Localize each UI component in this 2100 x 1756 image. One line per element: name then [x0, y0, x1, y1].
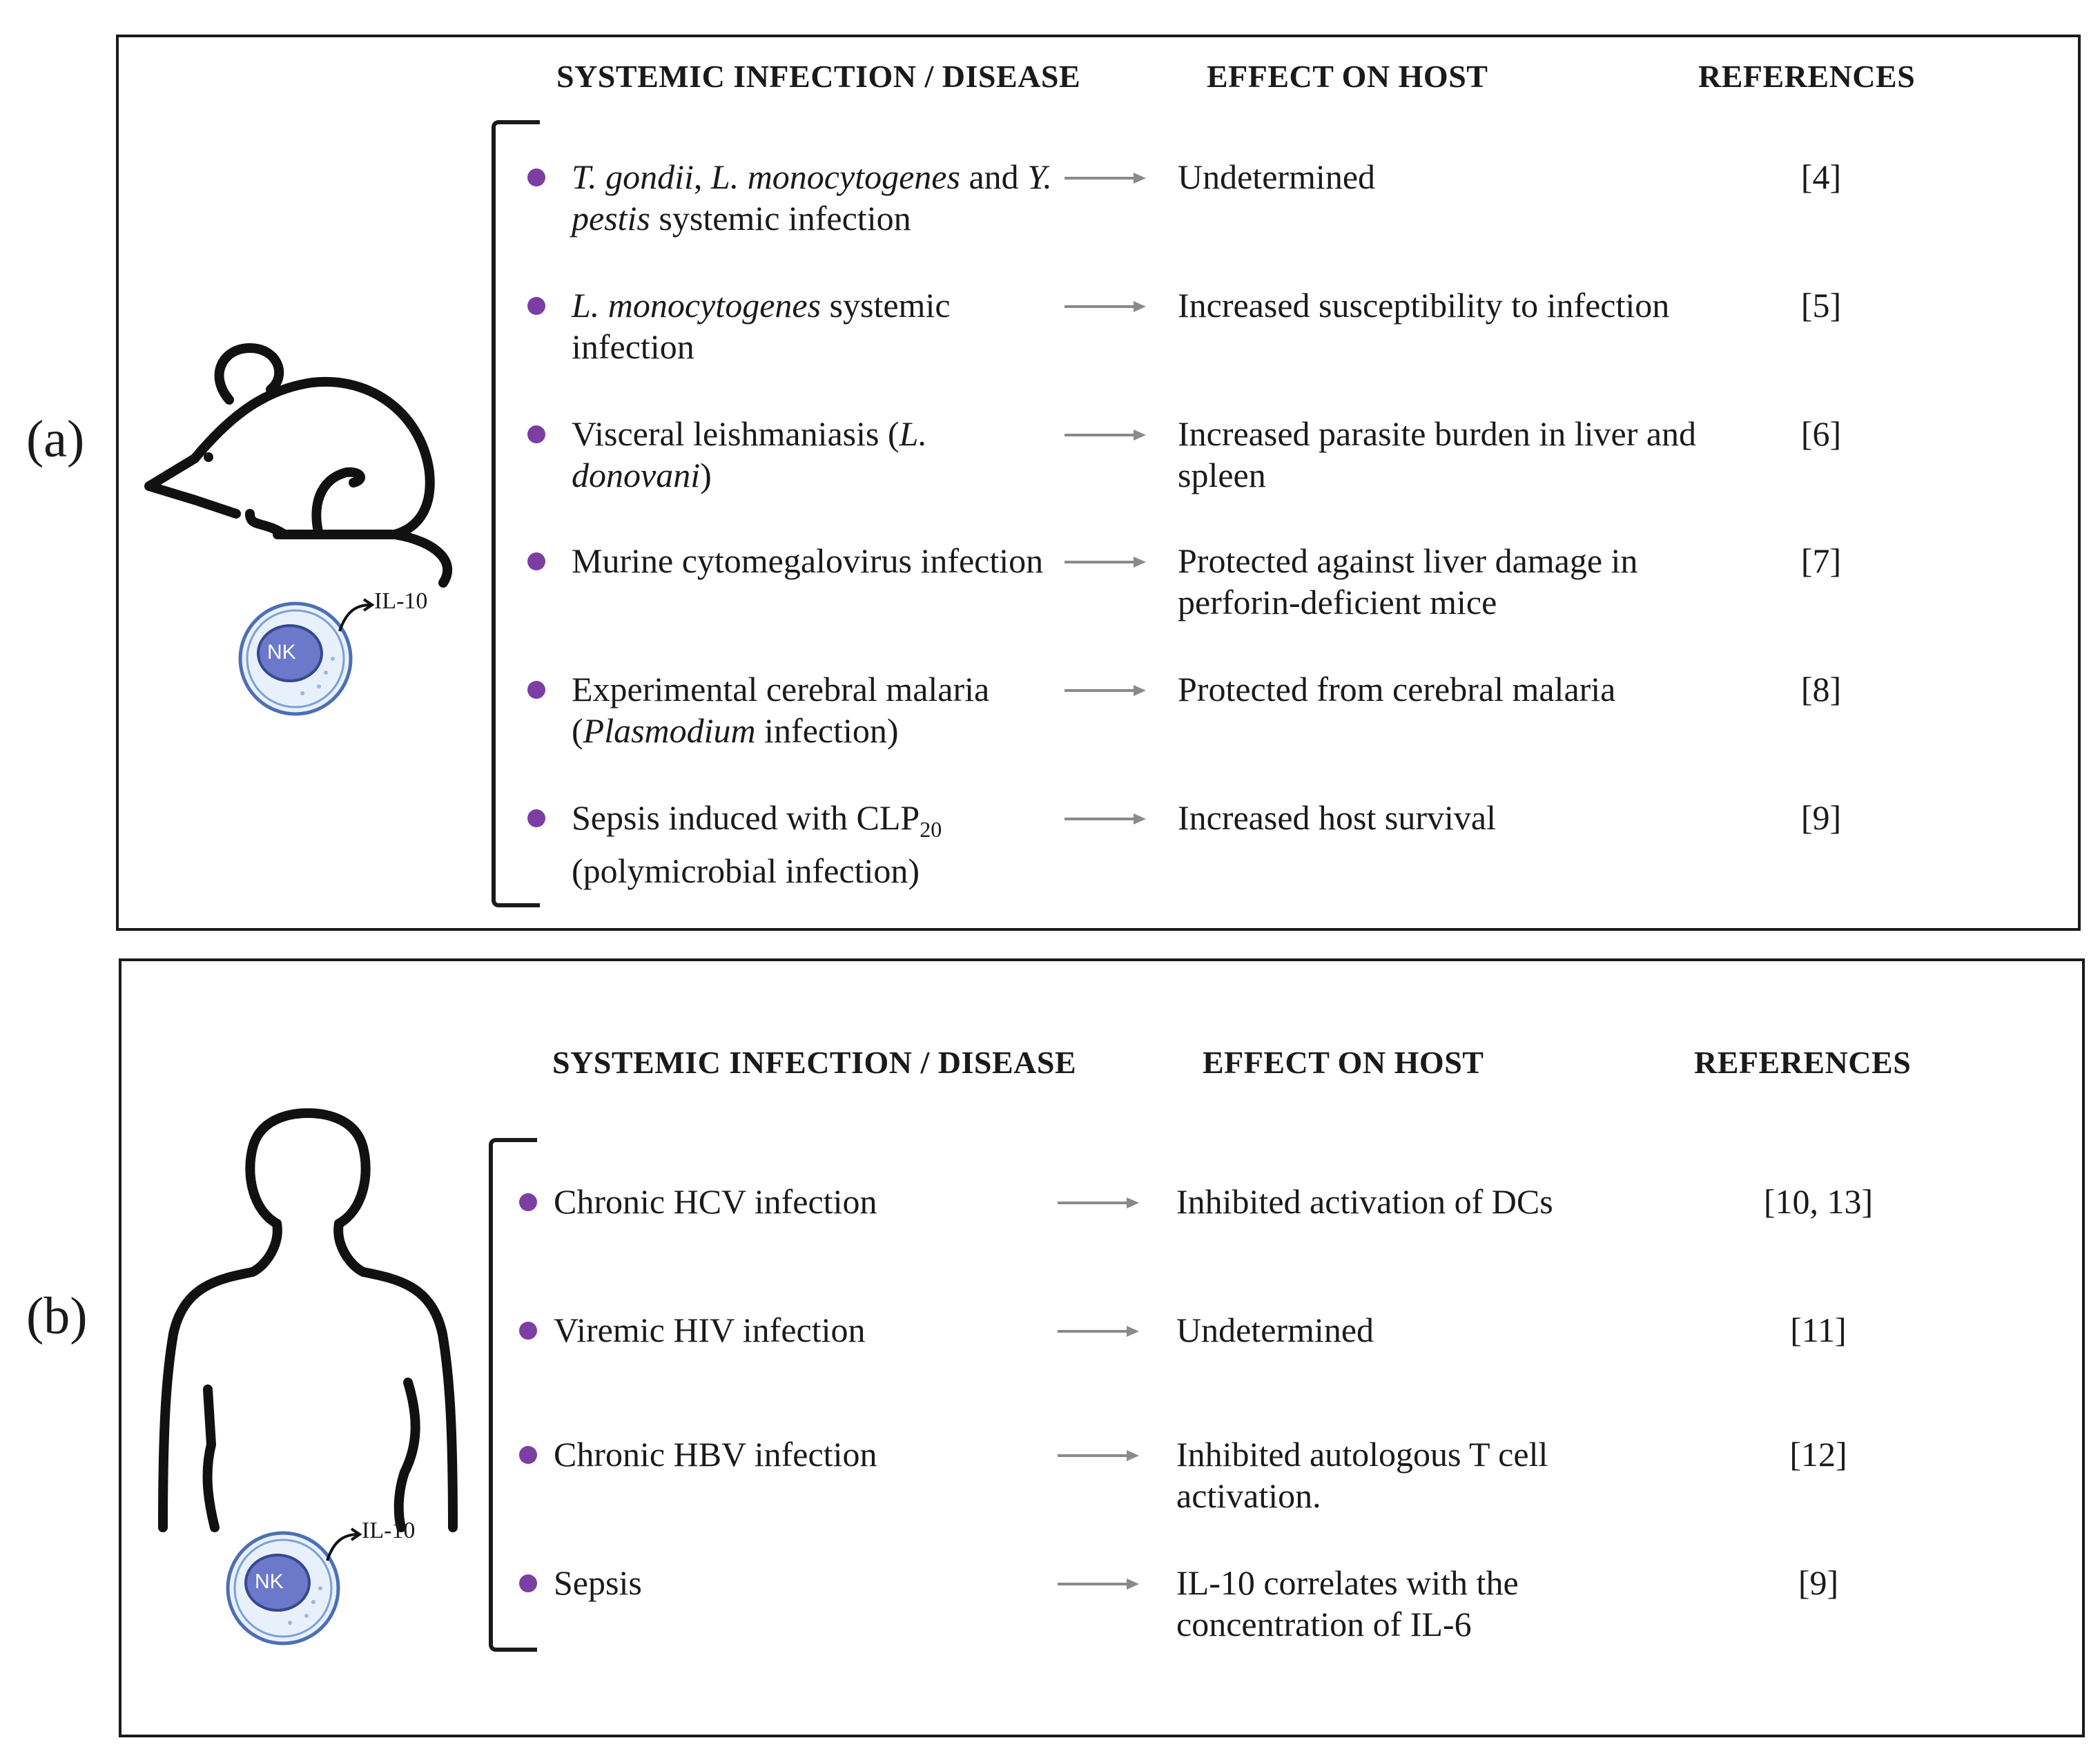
- disease-text: Murine cytomegalovirus infection: [572, 541, 1044, 580]
- reference-text: [12]: [1789, 1435, 1847, 1474]
- header-effect: EFFECT ON HOST: [1203, 1045, 1484, 1080]
- row-bullet: [519, 1193, 537, 1211]
- row-bullet: [519, 1446, 537, 1464]
- row-bullet: [519, 1574, 537, 1592]
- nk-cell-icon: [238, 598, 375, 716]
- reference-text: [4]: [1800, 157, 1842, 196]
- nk-cell-icon: [226, 1527, 362, 1646]
- arrow-icon: [1064, 301, 1146, 312]
- effect-text: Protected from cerebral malaria: [1178, 670, 1616, 708]
- disease-text: Sepsis: [554, 1563, 642, 1602]
- header-references: REFERENCES: [1698, 59, 1916, 94]
- reference-text: [5]: [1800, 286, 1842, 325]
- header-disease: SYSTEMIC INFECTION / DISEASE: [556, 59, 1081, 94]
- effect-text: IL-10 correlates with the concentration …: [1176, 1563, 1519, 1643]
- arrow-icon: [1064, 430, 1146, 441]
- panel-b-label: (b): [26, 1287, 88, 1345]
- header-effect: EFFECT ON HOST: [1207, 59, 1488, 94]
- reference-text: [9]: [1800, 798, 1842, 837]
- effect-text: Increased host survival: [1178, 798, 1496, 837]
- human-silhouette-icon: [158, 1108, 458, 1532]
- effect-text: Undetermined: [1176, 1311, 1374, 1349]
- reference-text: [8]: [1800, 670, 1842, 708]
- disease-text: Viremic HIV infection: [554, 1311, 866, 1349]
- reference-text: [9]: [1798, 1563, 1839, 1602]
- reference-text: [11]: [1790, 1311, 1847, 1349]
- row-bullet: [527, 168, 545, 186]
- disease-text: Visceral leishmaniasis (L. donovani): [572, 414, 927, 494]
- nk-label: NK: [255, 1570, 284, 1593]
- reference-text: [6]: [1800, 414, 1842, 453]
- reference-text: [10, 13]: [1763, 1182, 1874, 1221]
- arrow-icon: [1064, 813, 1146, 824]
- header-references: REFERENCES: [1694, 1045, 1912, 1080]
- bracket-a: [492, 120, 540, 907]
- mouse-eye: [204, 452, 213, 462]
- effect-text: Protected against liver damage in perfor…: [1178, 541, 1638, 621]
- arrow-icon: [1064, 557, 1146, 568]
- reference-text: [7]: [1800, 541, 1842, 580]
- arrow-icon: [1058, 1579, 1139, 1590]
- row-bullet: [527, 809, 545, 827]
- header-disease: SYSTEMIC INFECTION / DISEASE: [552, 1045, 1077, 1080]
- disease-text: Chronic HCV infection: [554, 1182, 877, 1221]
- cytokine-label: IL-10: [362, 1518, 416, 1543]
- arrow-icon: [1064, 685, 1146, 696]
- effect-text: Undetermined: [1178, 157, 1376, 196]
- row-bullet: [527, 297, 545, 315]
- disease-text: L. monocytogenes systemic infection: [572, 286, 951, 366]
- row-bullet: [527, 681, 545, 699]
- arrow-icon: [1058, 1197, 1139, 1208]
- nk-label: NK: [267, 641, 296, 664]
- effect-text: Increased susceptibility to infection: [1178, 286, 1670, 325]
- disease-text: Chronic HBV infection: [554, 1435, 877, 1474]
- cytokine-label: IL-10: [374, 588, 428, 614]
- disease-text: T. gondii, L. monocytogenes and Y. pesti…: [572, 157, 1052, 238]
- effect-text: Inhibited autologous T cell activation.: [1176, 1435, 1548, 1515]
- panel-a: SYSTEMIC INFECTION / DISEASE EFFECT ON H…: [116, 35, 2081, 931]
- disease-text: Experimental cerebral malaria (Plasmodiu…: [572, 670, 990, 750]
- row-bullet: [527, 425, 545, 443]
- panel-b: SYSTEMIC INFECTION / DISEASE EFFECT ON H…: [119, 958, 2085, 1737]
- mouse-icon: [144, 343, 452, 588]
- bracket-b: [489, 1138, 537, 1652]
- effect-text: Increased parasite burden in liver and s…: [1178, 414, 1697, 494]
- arrow-icon: [1058, 1326, 1139, 1337]
- row-bullet: [527, 552, 545, 570]
- arrow-icon: [1064, 173, 1146, 184]
- effect-text: Inhibited activation of DCs: [1176, 1182, 1553, 1221]
- row-bullet: [519, 1322, 537, 1340]
- disease-text: Sepsis induced with CLP20 (polymicrobial…: [572, 798, 942, 890]
- panel-a-label: (a): [26, 410, 85, 468]
- arrow-icon: [1058, 1450, 1139, 1461]
